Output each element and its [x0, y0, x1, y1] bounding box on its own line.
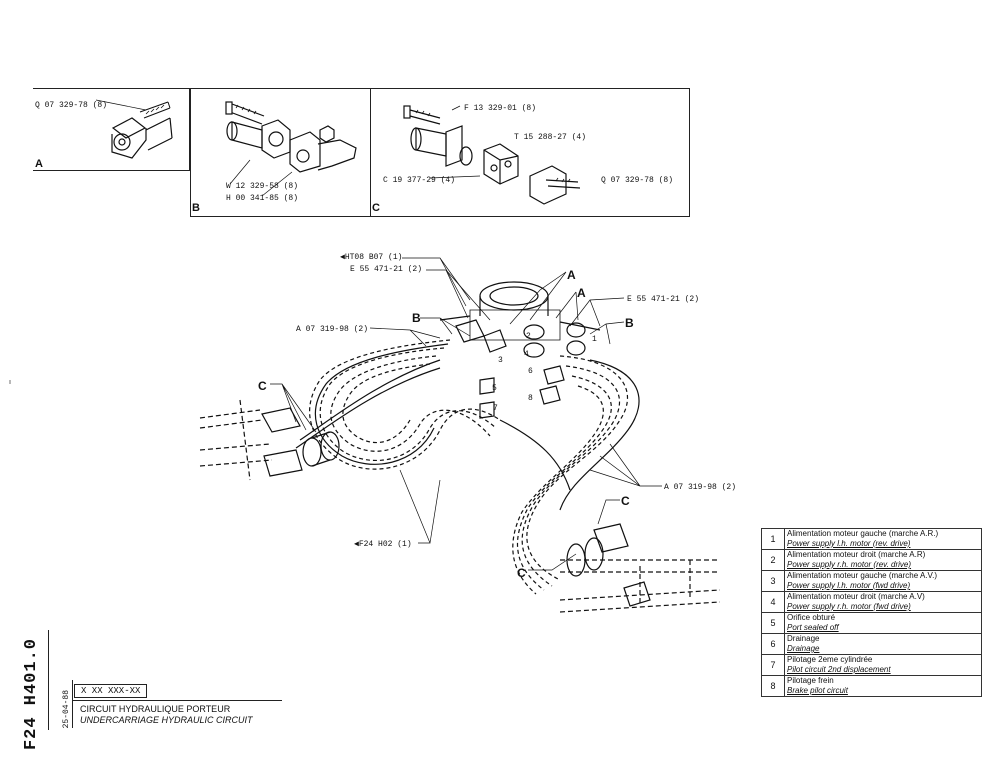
- detail-panel-a: [33, 88, 190, 171]
- legend-fr: Alimentation moteur gauche (marche A.V.): [787, 571, 938, 580]
- legend-fr: Pilotage 2eme cylindrée: [787, 655, 873, 664]
- legend-fr: Alimentation moteur gauche (marche A.R.): [787, 529, 939, 538]
- legend-fr: Pilotage frein: [787, 676, 834, 685]
- legend-num: 3: [761, 570, 785, 592]
- callout-a-2: A: [577, 286, 586, 300]
- port-number-3: 3: [498, 356, 503, 365]
- detail-letter-a: A: [35, 158, 43, 170]
- drawing-title-en: UNDERCARRIAGE HYDRAULIC CIRCUIT: [80, 715, 253, 725]
- port-number-8: 8: [528, 394, 533, 403]
- callout-c-1: C: [258, 379, 267, 393]
- legend-row: 1 Alimentation moteur gauche (marche A.R…: [761, 528, 982, 550]
- part-label-c-q07: Q 07 329-78 (8): [601, 176, 674, 185]
- part-label-c-c19: C 19 377-29 (4): [383, 176, 456, 185]
- part-label-a-q07: Q 07 329-78 (8): [35, 101, 108, 110]
- detail-letter-c: C: [372, 202, 380, 214]
- part-label-e55-left: E 55 471-21 (2): [350, 265, 423, 274]
- legend-num: 4: [761, 591, 785, 613]
- part-label-c-f13: F 13 329-01 (8): [464, 104, 537, 113]
- central-distributor: [439, 281, 601, 341]
- legend-table: 1 Alimentation moteur gauche (marche A.R…: [761, 528, 982, 697]
- legend-num: 2: [761, 549, 785, 571]
- upper-fittings: [455, 319, 586, 419]
- legend-num: 6: [761, 633, 785, 655]
- title-block-divider-h: [72, 700, 282, 701]
- callout-a-1: A: [567, 268, 576, 282]
- fitting-detail-a: [95, 99, 173, 159]
- legend-row: 2 Alimentation moteur droit (marche A.R)…: [761, 549, 982, 571]
- detail-letter-b: B: [192, 202, 200, 214]
- legend-desc: Alimentation moteur gauche (marche A.R.)…: [784, 528, 982, 550]
- callout-c-3: C: [517, 566, 526, 580]
- title-block-divider-v: [48, 630, 49, 730]
- part-label-a07-left: A 07 319-98 (2): [296, 325, 369, 334]
- callout-b-1: B: [412, 311, 421, 325]
- callout-c-2: C: [621, 494, 630, 508]
- legend-desc: Alimentation moteur droit (marche A.R)Po…: [784, 549, 982, 571]
- legend-en: Power supply r.h. motor (fwd drive): [787, 602, 911, 611]
- port-number-7: 7: [493, 404, 498, 413]
- drawing-reference: X XX XXX-XX: [74, 684, 148, 698]
- port-number-1: 1: [592, 335, 597, 344]
- port-number-6: 6: [528, 367, 533, 376]
- pipe-bundle-right-solid: [499, 359, 640, 511]
- detail-panel-b-c: [190, 88, 690, 217]
- legend-num: 5: [761, 612, 785, 634]
- part-label-f24: ◀F24 H02 (1): [354, 540, 412, 549]
- legend-en: Port sealed off: [787, 623, 839, 632]
- part-label-ht08: ◀HT08 B07 (1): [340, 253, 403, 262]
- legend-fr: Alimentation moteur droit (marche A.R): [787, 550, 926, 559]
- detail-panel-a-bottom: [33, 170, 190, 171]
- callout-b-2: B: [625, 316, 634, 330]
- legend-fr: Alimentation moteur droit (marche A.V): [787, 592, 925, 601]
- part-label-b-h00: H 00 341-85 (8): [226, 194, 299, 203]
- right-motor-track: [559, 523, 721, 613]
- legend-row: 4 Alimentation moteur droit (marche A.V)…: [761, 591, 982, 613]
- detail-panel-divider: [370, 88, 371, 216]
- fitting-detail-b: [225, 101, 357, 197]
- legend-desc: Alimentation moteur gauche (marche A.V.)…: [784, 570, 982, 592]
- legend-en: Power supply r.h. motor (rev. drive): [787, 560, 912, 569]
- legend-en: Power supply l.h. motor (rev. drive): [787, 539, 911, 548]
- legend-en: Power supply l.h. motor (fwd drive): [787, 581, 911, 590]
- part-label-a07-right: A 07 319-98 (2): [664, 483, 737, 492]
- part-label-e55-right: E 55 471-21 (2): [627, 295, 700, 304]
- port-number-2: 2: [526, 332, 531, 341]
- drawing-title-fr: CIRCUIT HYDRAULIQUE PORTEUR: [80, 704, 231, 714]
- legend-row: 3 Alimentation moteur gauche (marche A.V…: [761, 570, 982, 592]
- legend-en: Drainage: [787, 644, 820, 653]
- legend-num: 7: [761, 654, 785, 676]
- fitting-detail-c: [403, 105, 581, 205]
- part-label-b-w12: W 12 329-58 (8): [226, 182, 299, 191]
- pipe-bundle-left-solid: [295, 343, 449, 465]
- legend-num: 8: [761, 675, 785, 697]
- pipe-bundle-left: [309, 339, 501, 470]
- leader-lines: [270, 257, 662, 571]
- part-label-c-t15: T 15 288-27 (4): [514, 133, 587, 142]
- legend-en: Pilot circuit 2nd displacement: [787, 665, 891, 674]
- left-motor-track: [199, 399, 340, 481]
- drawing-code: F24 H401.0: [22, 638, 41, 751]
- drawing-date: 25-04-88: [62, 690, 71, 729]
- legend-fr: Orifice obturé: [787, 613, 836, 622]
- title-block-divider-v2: [72, 680, 73, 728]
- legend-en: Brake pilot circuit: [787, 686, 848, 695]
- legend-fr: Drainage: [787, 634, 820, 643]
- legend-desc: Alimentation moteur droit (marche A.V)Po…: [784, 591, 982, 613]
- legend-num: 1: [761, 528, 785, 550]
